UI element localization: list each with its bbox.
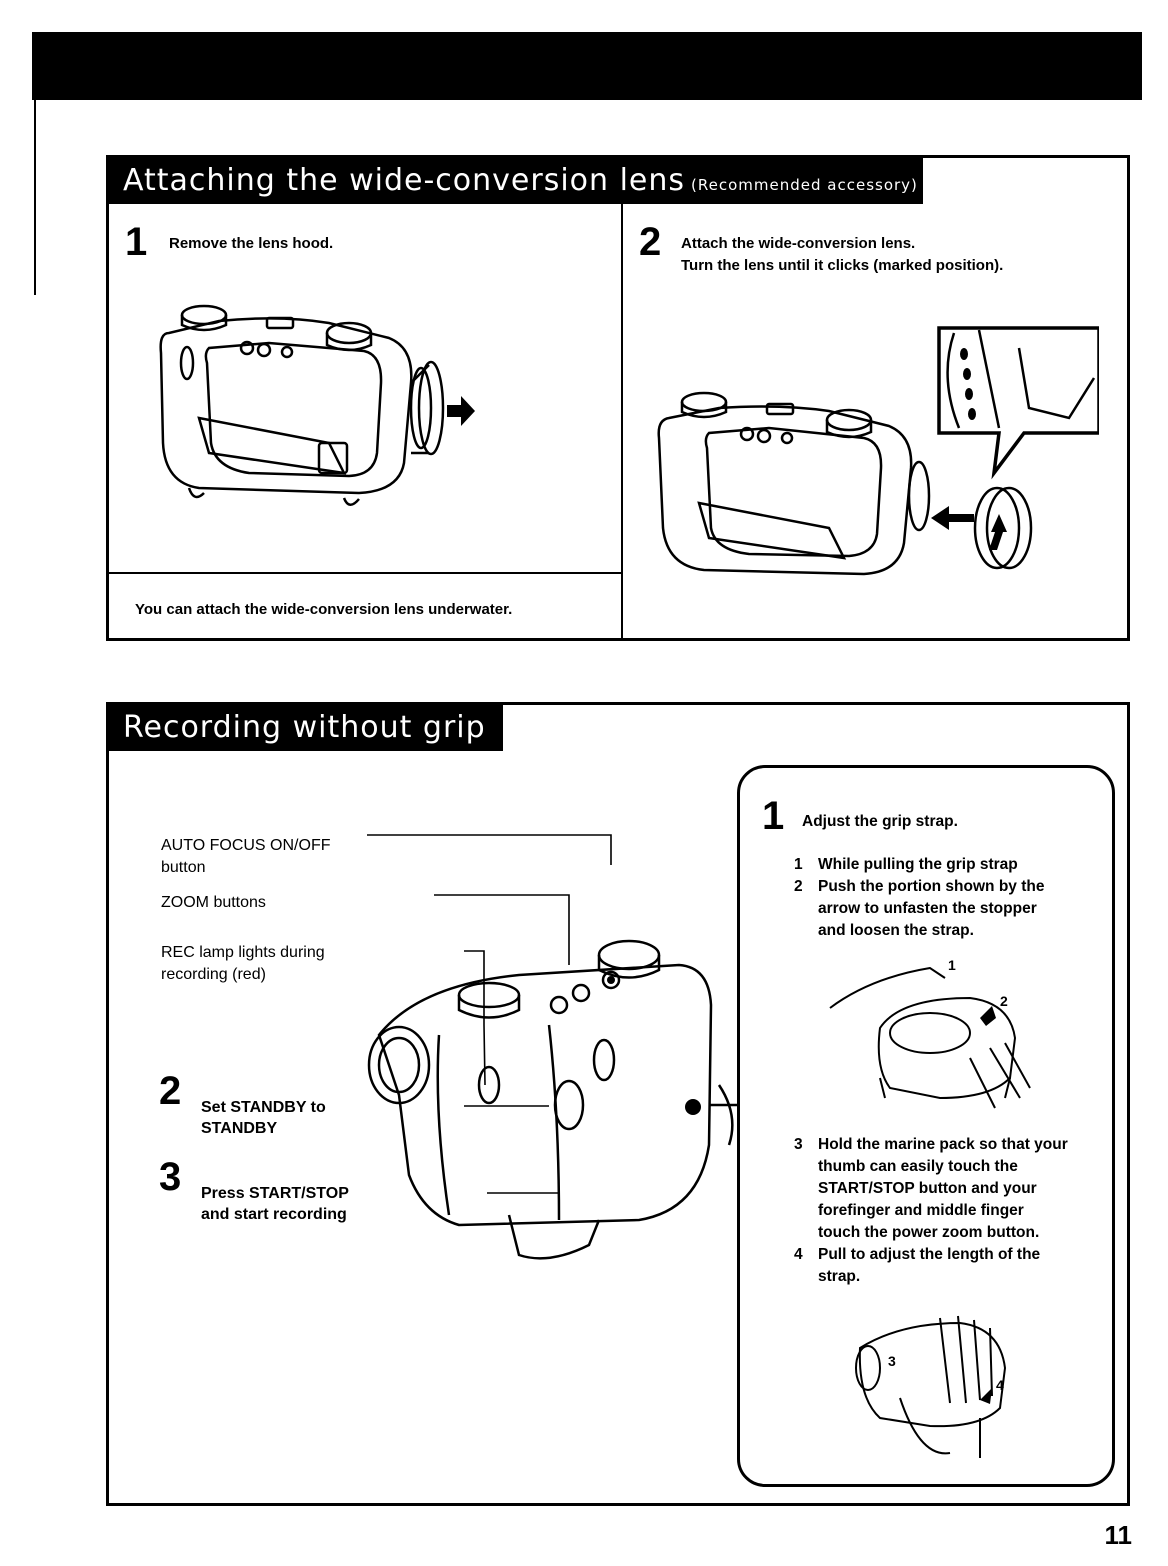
step-instruction: Press START/STOP: [201, 1185, 349, 1202]
step-number: 3: [159, 1155, 182, 1199]
step-number: 2: [159, 1069, 182, 1113]
section-title-bar: Attaching the wide-conversion lens (Recom…: [109, 158, 923, 204]
section-title-bar: Recording without grip: [109, 705, 503, 751]
step-instruction: and start recording: [201, 1206, 347, 1223]
margin-rule: [34, 100, 36, 295]
strap-adjust-illustration: 1 2: [829, 957, 1031, 1109]
step-number: 1: [125, 220, 148, 264]
step-instruction: Attach the wide-conversion lens.: [681, 235, 916, 252]
figure-label: 4: [996, 1377, 1004, 1393]
note-divider: [109, 572, 621, 574]
step-instruction: Remove the lens hood.: [169, 235, 334, 252]
step-number: 2: [639, 220, 662, 264]
step-instruction: Set STANDBY to: [201, 1099, 326, 1116]
hand-hold-illustration: 3 4: [855, 1315, 1007, 1458]
section-wide-conversion-lens: Attaching the wide-conversion lens (Recom…: [106, 155, 1130, 641]
figure-label: 1: [948, 957, 956, 973]
step-number: 1: [762, 794, 785, 838]
lens-attach-illustration: [657, 326, 1099, 576]
figure-label: 2: [1000, 993, 1008, 1009]
step-instruction: STANDBY: [201, 1120, 278, 1137]
camera-housing-illustration: [159, 304, 475, 506]
callout-rec-lamp: recording (red): [161, 966, 266, 983]
camera-back-illustration: [367, 834, 739, 1260]
section-title: Recording without grip: [123, 710, 486, 745]
grip-strap-panel: 1 Adjust the grip strap. 1 While pulling…: [737, 765, 1115, 1487]
panel-title: Adjust the grip strap.: [802, 813, 958, 830]
note-text: You can attach the wide-conversion lens …: [135, 601, 513, 618]
callout-rec-lamp: REC lamp lights during: [161, 944, 325, 961]
step-instruction: Turn the lens until it clicks (marked po…: [681, 257, 1004, 274]
column-divider: [621, 204, 623, 638]
callout-auto-focus: button: [161, 859, 206, 876]
callout-zoom: ZOOM buttons: [161, 894, 266, 911]
figure-label: 3: [888, 1353, 896, 1369]
callout-auto-focus: AUTO FOCUS ON/OFF: [161, 837, 331, 854]
section-title: Attaching the wide-conversion lens: [123, 163, 686, 198]
section-recording-without-grip: Recording without grip AUTO FOCUS ON/OFF…: [106, 702, 1130, 1506]
section-subtitle: (Recommended accessory): [691, 176, 918, 194]
page-number: 11: [1104, 1520, 1133, 1550]
page-header-bar: [32, 32, 1142, 100]
